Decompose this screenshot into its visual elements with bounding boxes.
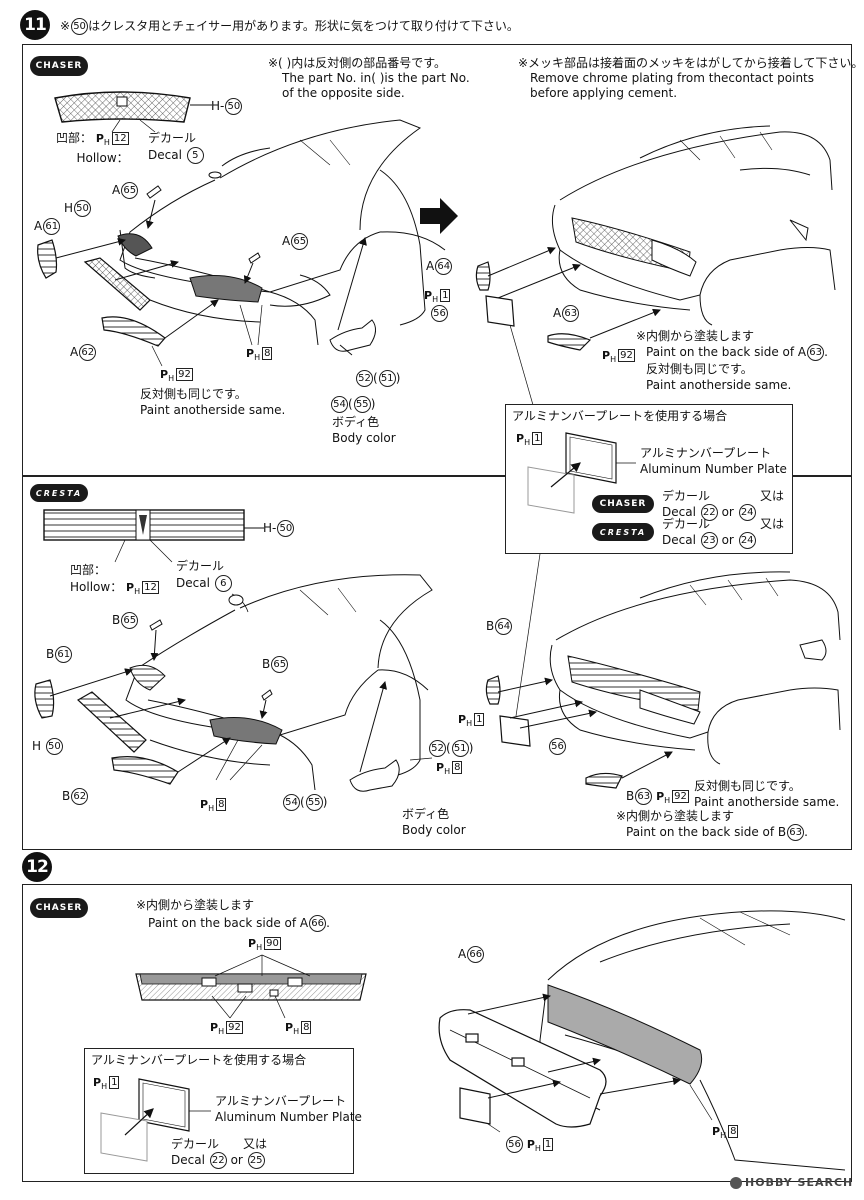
aluminum-plate-label: アルミナンバープレート Aluminum Number Plate: [640, 446, 787, 476]
chaser-56-label: 56: [430, 305, 448, 322]
cresta-mirror-52-label: 52(51): [428, 740, 473, 757]
inset-chaser-badge: CHASER: [592, 495, 654, 513]
cresta-h50-part-label: H 50: [32, 738, 63, 755]
step-11-number: 11: [20, 10, 50, 40]
cresta-decal-label: デカール Decal 6: [176, 558, 232, 592]
chaser-mirror-54-label: 54(55): [330, 396, 375, 413]
cresta-mirror-54-label: 54(55): [282, 794, 327, 811]
chrome-plating-note: ※メッキ部品は接着面のメッキをはがしてから接着して下さい。 Remove chr…: [518, 56, 864, 100]
chaser-same-note: 反対側も同じです。 Paint anotherside same.: [140, 387, 286, 417]
aluminum-inset-title: アルミナンバープレートを使用する場合: [512, 409, 728, 423]
step12-decal-label: デカール又は Decal 22 or 25: [171, 1137, 268, 1169]
step-12-number: 12: [22, 852, 52, 882]
cresta-body-color-label: ボディ色 Body color: [402, 807, 466, 837]
opposite-side-note: ※( )内は反対側の部品番号です。 The part No. in( )is t…: [268, 56, 470, 100]
cresta-same-note: 反対側も同じです。 Paint anotherside same.: [694, 779, 840, 809]
chaser-h50-label: H-50: [211, 98, 243, 115]
cresta-h50-label: H-50: [263, 520, 295, 537]
step12-inset-title: アルミナンバープレートを使用する場合: [91, 1053, 307, 1067]
step12-inset-drawing: [100, 1078, 211, 1162]
chaser-body-color-label: ボディ色 Body color: [332, 415, 396, 445]
aluminum-inset-drawing: [527, 432, 636, 514]
chaser-decal-label: デカール Decal 5: [148, 130, 204, 164]
step12-plate-label: アルミナンバープレート Aluminum Number Plate: [215, 1094, 362, 1124]
inset-chaser-decal: デカール又は Decal 22 or 24: [662, 489, 785, 521]
step12-chaser-badge: CHASER: [30, 898, 88, 918]
chaser-badge: CHASER: [30, 56, 88, 76]
chaser-mirror-52-label: 52(51): [355, 370, 400, 387]
cresta-badge: CRESTA: [30, 484, 88, 502]
inset-cresta-badge: CRESTA: [592, 523, 654, 541]
watermark-logo: HOBBY SEARCH: [730, 1176, 853, 1189]
cresta-56-label: 56: [548, 738, 566, 755]
step-12-frame: [22, 884, 852, 1182]
inset-cresta-decal: デカール又は Decal 23 or 24: [662, 517, 785, 549]
cresta-panel-frame: [22, 476, 852, 850]
chaser-panel-frame: [22, 44, 852, 476]
